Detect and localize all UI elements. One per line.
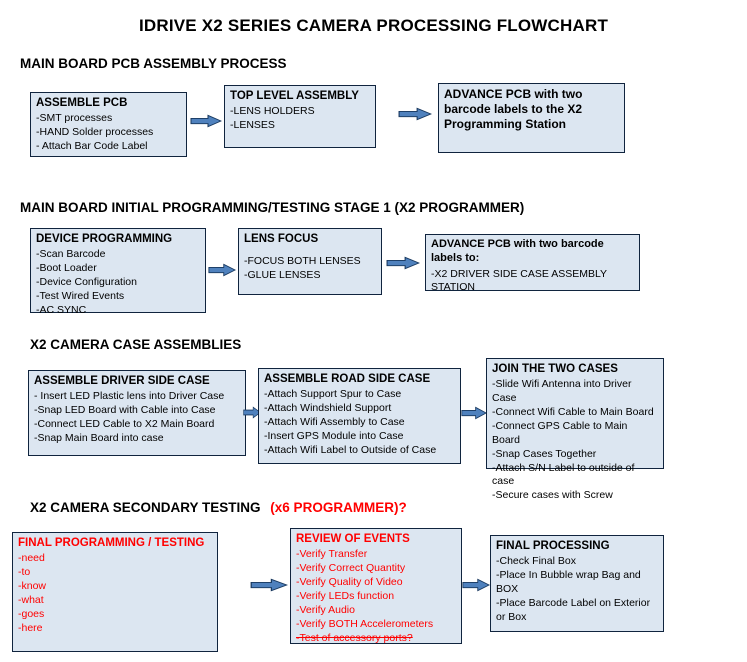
section-heading-case-assemblies: X2 CAMERA CASE ASSEMBLIES [30,337,242,352]
box-item: -Connect Wifi Cable to Main Board [492,406,654,419]
box-item: -Secure cases with Screw [492,489,613,502]
flow-box-review-of-events: REVIEW OF EVENTS -Verify Transfer -Verif… [290,528,462,644]
box-item: -AC SYNC [36,303,87,316]
flow-arrow-icon [386,256,420,270]
flow-arrow-icon [250,578,288,592]
box-title: ASSEMBLE DRIVER SIDE CASE [34,375,210,387]
box-item: -Boot Loader [36,262,97,275]
box-item: -need [18,552,45,565]
flow-box-final-processing: FINAL PROCESSING -Check Final Box -Place… [490,535,664,632]
box-title: TOP LEVEL ASSEMBLY [230,90,359,102]
flow-box-advance-pcb-case-assembly: ADVANCE PCB with two barcode labels to: … [425,234,640,293]
flow-box-assemble-road-side-case: ASSEMBLE ROAD SIDE CASE -Attach Support … [258,368,461,464]
box-item: -Connect GPS Cable to Main Board [492,419,628,446]
box-item: -LENS HOLDERS [230,105,315,118]
box-item: -Verify BOTH Accelerometers [296,617,434,630]
box-item: -Device Configuration [36,276,137,289]
flow-box-final-programming-testing: FINAL PROGRAMMING / TESTING -need -to -k… [12,532,218,652]
box-item: -to [18,566,31,579]
box-item: -Slide Wifi Antenna into Driver Case [492,378,632,405]
page-title: IDRIVE X2 SERIES CAMERA PROCESSING FLOWC… [138,16,609,35]
section-heading-pcb-assembly: MAIN BOARD PCB ASSEMBLY PROCESS [20,56,287,71]
flow-box-device-programming: DEVICE PROGRAMMING -Scan Barcode -Boot L… [30,228,206,316]
section-heading-initial-programming: MAIN BOARD INITIAL PROGRAMMING/TESTING S… [20,200,525,215]
box-item: -Attach Windshield Support [264,402,392,415]
box-title: FINAL PROCESSING [496,540,610,552]
box-item: - Insert LED Plastic lens into Driver Ca… [34,390,225,403]
box-title: ASSEMBLE ROAD SIDE CASE [264,373,431,385]
box-item: -Scan Barcode [36,248,106,261]
section-heading-black-part: X2 CAMERA SECONDARY TESTING [30,500,261,515]
box-item: -Attach S/N Label to outside of case [492,461,635,488]
box-title: FINAL PROGRAMMING / TESTING [18,537,205,549]
flow-arrow-icon [398,107,432,121]
box-item: -Test Wired Events [36,289,125,302]
box-item: -Attach Support Spur to Case [264,388,402,401]
flow-box-assemble-driver-side-case: ASSEMBLE DRIVER SIDE CASE - Insert LED P… [28,370,246,456]
box-title: ADVANCE PCB with two barcode labels to t… [444,87,583,131]
box-item: -goes [18,607,45,620]
box-item: -FOCUS BOTH LENSES [244,255,361,268]
box-item: -HAND Solder processes [36,126,154,139]
box-item: -GLUE LENSES [244,269,321,282]
box-item: -Verify LEDs function [296,589,395,602]
box-title: REVIEW OF EVENTS [296,533,410,545]
box-item: -Check Final Box [496,555,576,568]
box-item: -Verify Quality of Video [296,576,403,589]
box-item: -SMT processes [36,112,113,125]
box-item: -Connect LED Cable to X2 Main Board [34,418,215,431]
box-title: ASSEMBLE PCB [36,97,128,109]
flow-box-join-the-two-cases: JOIN THE TWO CASES -Slide Wifi Antenna i… [486,358,664,501]
box-item: -Verify Transfer [296,548,368,561]
box-item-strikethrough: -Test of accessory ports? [296,631,413,644]
flow-arrow-icon [462,578,490,592]
section-heading-red-part: (x6 PROGRAMMER)? [270,500,407,515]
flow-arrow-icon [190,114,222,128]
flow-box-advance-pcb-programming-station: ADVANCE PCB with two barcode labels to t… [438,83,625,153]
box-item: -Snap LED Board with Cable into Case [34,404,216,417]
flow-box-top-level-assembly: TOP LEVEL ASSEMBLY -LENS HOLDERS -LENSES [224,85,376,148]
box-title: ADVANCE PCB with two barcode labels to: [431,238,604,264]
box-item: -Verify Correct Quantity [296,562,406,575]
box-item: -Snap Cases Together [492,447,597,460]
flow-arrow-icon [208,263,236,277]
flow-box-lens-focus: LENS FOCUS -FOCUS BOTH LENSES -GLUE LENS… [238,228,382,295]
box-title: LENS FOCUS [244,233,319,245]
box-item: -X2 DRIVER SIDE CASE ASSEMBLY STATION [431,267,607,294]
box-item: -Attach Wifi Label to Outside of Case [264,443,437,456]
section-heading-secondary-testing: X2 CAMERA SECONDARY TESTING (x6 PROGRAMM… [30,500,407,515]
box-item: -Snap Main Board into case [34,431,164,444]
box-item: -here [18,621,43,634]
box-item: -LENSES [230,119,275,132]
box-item: -know [18,580,47,593]
flow-arrow-icon [243,406,261,419]
box-item: -what [18,593,44,606]
box-title: JOIN THE TWO CASES [492,363,618,375]
flow-box-assemble-pcb: ASSEMBLE PCB -SMT processes -HAND Solder… [30,92,187,157]
box-item: -Attach Wifi Assembly to Case [264,416,405,429]
box-item: -Insert GPS Module into Case [264,429,404,442]
flow-arrow-icon [461,406,487,420]
box-item: -Place Barcode Label on Exterior or Box [496,596,651,623]
box-title: DEVICE PROGRAMMING [36,233,173,245]
box-item: - Attach Bar Code Label [36,140,148,153]
box-item: -Place In Bubble wrap Bag and BOX [496,569,641,596]
box-item: -Verify Audio [296,603,355,616]
